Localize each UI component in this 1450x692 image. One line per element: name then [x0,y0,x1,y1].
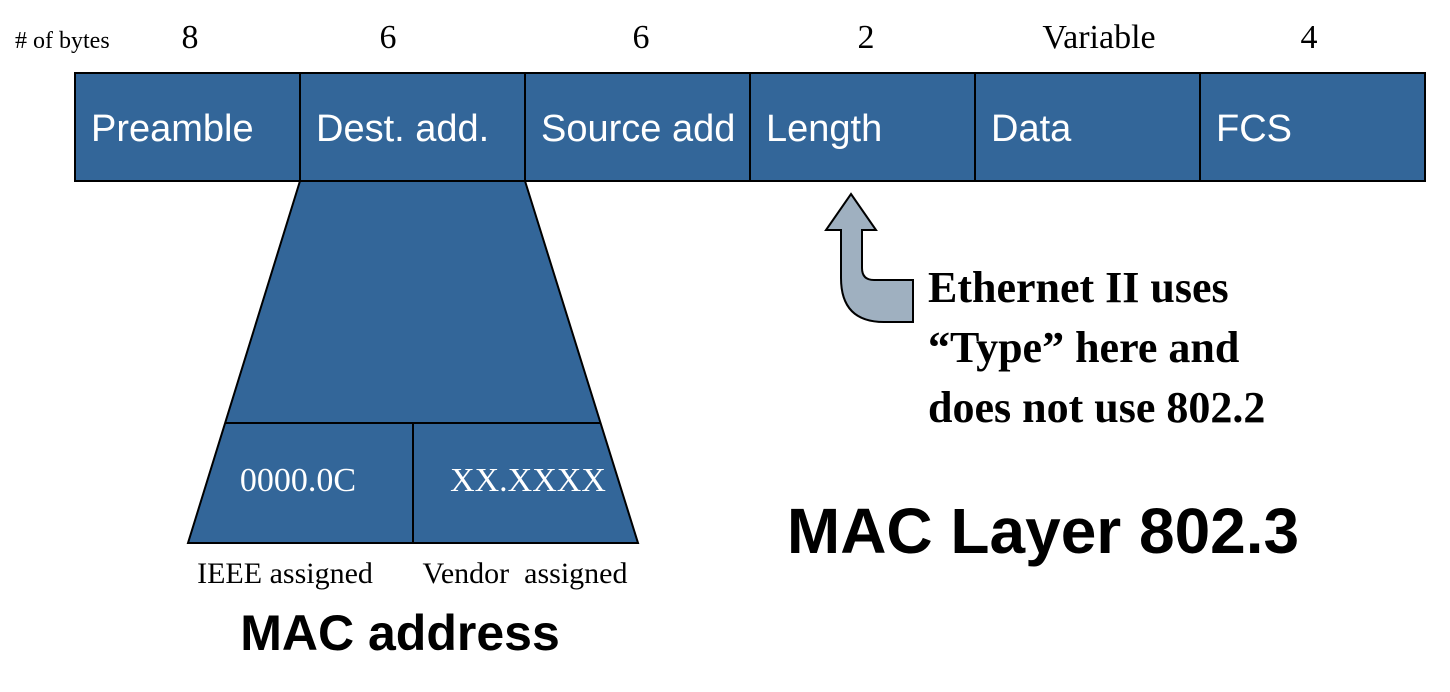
vendor-assigned-caption: Vendor assigned [423,557,628,590]
note-line-1: Ethernet II uses [928,263,1229,312]
field-label-source-address: Source add [541,108,735,150]
bytes-preamble: 8 [182,19,199,56]
mac-layer-title: MAC Layer 802.3 [787,495,1299,567]
field-label-dest-address: Dest. add. [316,108,489,150]
mac-address-trapezoid [186,180,640,544]
field-preamble [74,72,301,182]
field-dest-address [299,72,526,182]
field-label-length: Length [766,108,882,150]
bytes-dest-address: 6 [380,19,397,56]
field-fcs [1199,72,1426,182]
bytes-data: Variable [1042,19,1155,56]
field-data [974,72,1201,182]
ethernet-ii-note: Ethernet II uses “Type” here and does no… [928,263,1265,432]
ieee-assigned-caption: IEEE assigned [197,557,373,590]
note-line-2: “Type” here and [928,323,1239,372]
mac-oui-value: 0000.0C [240,462,356,499]
ethernet-frame: Preamble Dest. add. Source add Length Da… [74,72,1426,182]
bytes-row-label: # of bytes [15,28,110,54]
field-label-data: Data [991,108,1072,150]
mac-address-expansion: 0000.0C XX.XXXX [186,180,640,544]
bytes-length: 2 [858,19,875,56]
bytes-source-address: 6 [633,19,650,56]
up-arrow-icon [824,192,914,323]
field-label-preamble: Preamble [91,108,254,150]
note-line-3: does not use 802.2 [928,383,1265,432]
field-label-fcs: FCS [1216,108,1292,150]
mac-vendor-value: XX.XXXX [450,462,606,499]
field-length [749,72,976,182]
field-source-address [524,72,751,182]
bytes-fcs: 4 [1301,19,1318,56]
mac-address-title: MAC address [240,605,560,661]
